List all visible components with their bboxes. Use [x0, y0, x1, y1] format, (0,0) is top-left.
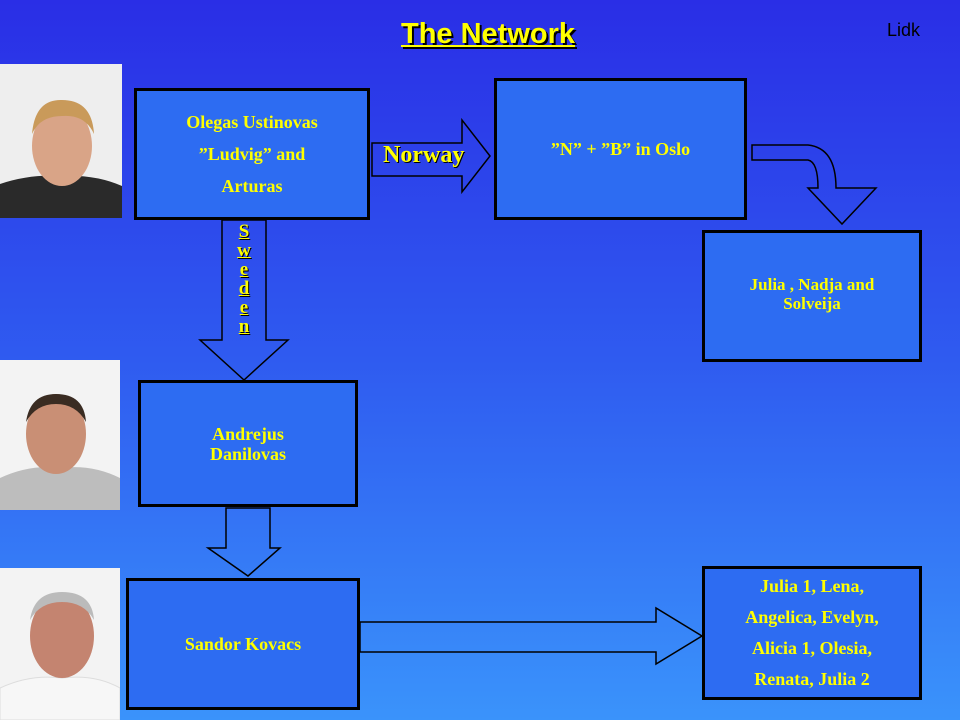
box-line: Olegas Ustinovas [186, 112, 318, 132]
photo-olegas [0, 64, 122, 218]
arrow-label-norway: Norway [383, 142, 465, 168]
sweden-letter: d [238, 278, 250, 299]
sweden-letter: S [238, 221, 250, 242]
arrow-sandor-julialist [359, 606, 704, 666]
photo-sandor [0, 568, 120, 720]
box-julia-nadja-solveija: Julia , Nadja and Solveija [702, 230, 922, 362]
box-line: Julia , Nadja and [749, 275, 875, 294]
box-line: Angelica, Evelyn, [745, 607, 879, 627]
box-line: Julia 1, Lena, [759, 576, 865, 596]
arrow-norway [371, 117, 491, 195]
box-line: Danilovas [209, 443, 287, 464]
box-line: Andrejus [212, 423, 284, 444]
box-sandor-kovacs: Sandor Kovacs [126, 578, 360, 710]
box-line: Arturas [221, 176, 283, 196]
box-line: Solveija [783, 294, 841, 313]
page-title: The Network [400, 18, 576, 50]
arrow-label-sweden: S w e d e n [234, 222, 254, 336]
box-line: Sandor Kovacs [184, 633, 302, 654]
box-line: Alicia 1, Olesia, [752, 638, 872, 658]
sweden-letter: w [237, 240, 251, 261]
corner-label: Lidk [886, 20, 920, 40]
sweden-letter: e [239, 259, 249, 280]
sweden-letter: e [239, 297, 249, 318]
sweden-letter: n [238, 316, 250, 337]
box-olegas-ludvig-arturas: Olegas Ustinovas ”Ludvig” and Arturas [134, 88, 370, 220]
arrow-sweden [198, 219, 290, 382]
arrow-oslo-turn [751, 144, 878, 226]
arrow-andrejus-sandor [205, 507, 282, 577]
box-line: Renata, Julia 2 [754, 669, 870, 689]
box-andrejus-danilovas: Andrejus Danilovas [138, 380, 358, 507]
box-line: ”Ludvig” and [198, 144, 306, 164]
box-julia-list: Julia 1, Lena, Angelica, Evelyn, Alicia … [702, 566, 922, 700]
photo-andrejus [0, 360, 120, 510]
box-line: ”N” + ”B” in Oslo [550, 138, 691, 159]
box-nb-oslo: ”N” + ”B” in Oslo [494, 78, 747, 220]
